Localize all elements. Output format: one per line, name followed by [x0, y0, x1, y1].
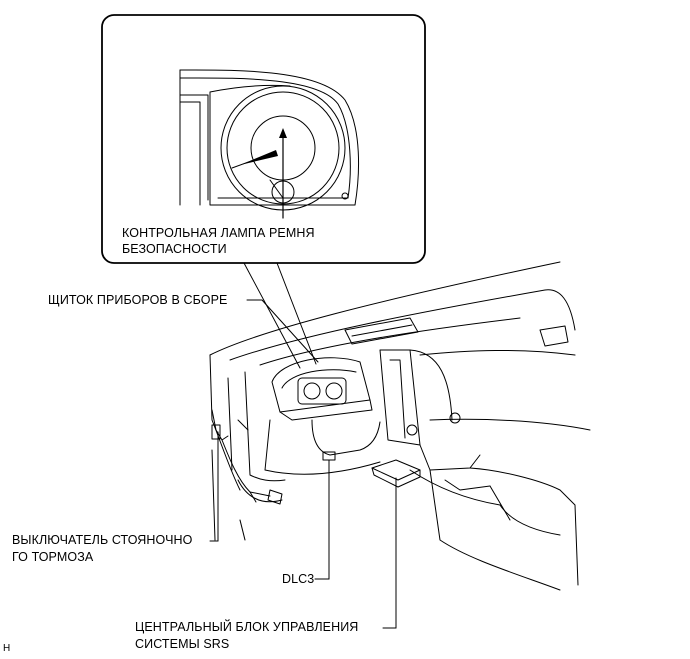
inset-callout	[101, 14, 426, 264]
inset-frame	[101, 14, 426, 264]
seatbelt-lamp-label-line2: БЕЗОПАСНОСТИ	[122, 242, 227, 256]
corner-mark: H	[3, 643, 11, 654]
seatbelt-lamp-label-line1: КОНТРОЛЬНАЯ ЛАМПА РЕМНЯ	[122, 226, 315, 240]
inset-connector-right	[276, 262, 317, 365]
parking-brake-label-line2: ГО ТОРМОЗА	[12, 550, 94, 564]
leader-lines	[209, 299, 397, 629]
instrument-cluster-label: ЩИТОК ПРИБОРОВ В СБОРЕ	[48, 293, 228, 307]
pointer-arrowhead	[279, 128, 287, 138]
parking-brake-switch	[211, 424, 221, 440]
dashboard-art	[209, 261, 591, 591]
srs-ecu-module	[371, 459, 421, 481]
srs-ecu-label-line1: ЦЕНТРАЛЬНЫЙ БЛОК УПРАВЛЕНИЯ	[135, 620, 359, 634]
srs-ecu-label-line2: СИСТЕМЫ SRS	[135, 637, 230, 651]
dlc3-label: DLC3	[282, 572, 315, 586]
parking-brake-label-line1: ВЫКЛЮЧАТЕЛЬ СТОЯНОЧНО	[12, 533, 193, 547]
inset-connector-left	[243, 262, 301, 369]
